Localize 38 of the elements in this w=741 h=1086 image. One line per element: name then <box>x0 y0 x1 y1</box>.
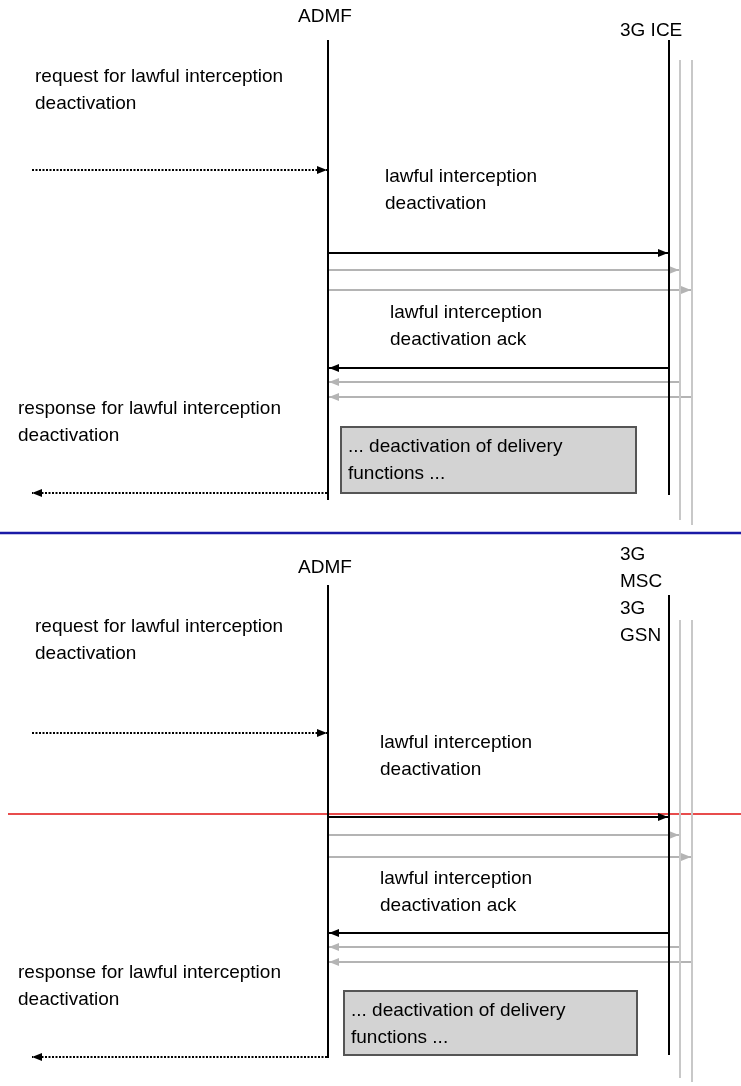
process-box: ... deactivation of delivery functions ... <box>343 990 638 1056</box>
arrow <box>328 364 669 372</box>
edge-label: lawful interception deactivation <box>380 730 534 781</box>
process-box: ... deactivation of delivery functions ... <box>340 426 637 494</box>
lifeline <box>679 620 681 1078</box>
lifeline-label: ADMF <box>298 4 352 28</box>
edge-label: request for lawful interception deactivation <box>35 614 285 665</box>
arrow <box>328 249 669 257</box>
lifeline <box>327 40 329 500</box>
arrow <box>328 943 680 951</box>
lifeline <box>679 60 681 520</box>
edge-label: lawful interception deactivation <box>385 164 539 215</box>
arrow <box>31 729 328 737</box>
lifeline <box>327 585 329 1058</box>
lifeline-label: 3G ICE <box>620 18 683 42</box>
arrow <box>31 489 328 497</box>
arrow <box>328 393 692 401</box>
lifeline <box>668 595 670 1055</box>
lifeline-label: ADMF <box>298 555 352 579</box>
lifeline-label: 3G MSC 3G GSN <box>620 542 664 647</box>
arrow <box>328 286 692 294</box>
arrow <box>328 813 669 821</box>
arrow <box>328 853 692 861</box>
lifeline <box>691 60 693 525</box>
edge-label: lawful interception deactivation ack <box>380 866 534 917</box>
arrow <box>328 958 692 966</box>
arrow <box>328 929 669 937</box>
lifeline <box>668 40 670 495</box>
edge-label: lawful interception deactivation ack <box>390 300 544 351</box>
arrow <box>328 378 680 386</box>
lifeline <box>691 620 693 1082</box>
arrow <box>31 1053 328 1061</box>
arrow <box>31 166 328 174</box>
edge-label: response for lawful interception deactivation <box>18 396 282 447</box>
arrow <box>328 266 680 274</box>
arrow <box>328 831 680 839</box>
edge-label: response for lawful interception deactivation <box>18 960 282 1011</box>
edge-label: request for lawful interception deactivation <box>35 64 285 115</box>
